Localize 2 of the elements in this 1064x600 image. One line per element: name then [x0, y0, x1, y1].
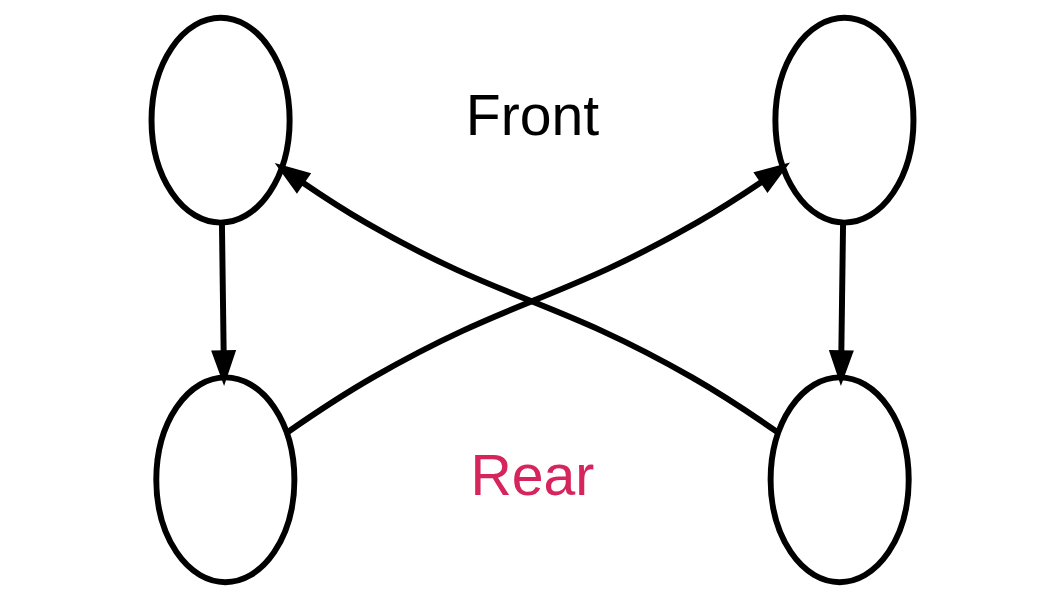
label: Rear	[470, 442, 594, 507]
label: Front	[465, 82, 599, 147]
